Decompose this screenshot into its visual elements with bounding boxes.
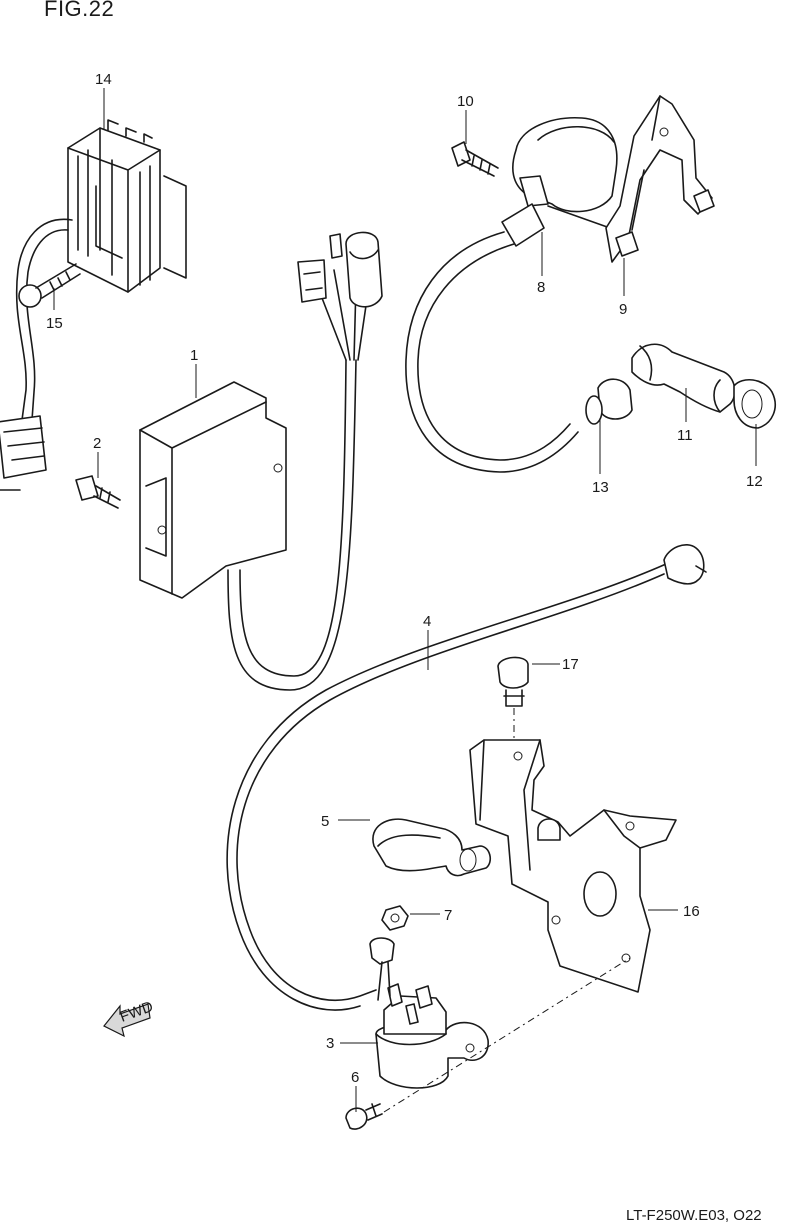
cdi-harness: [227, 231, 383, 691]
regulator-rectifier: [67, 119, 187, 293]
fwd-arrow-icon: FWD: [103, 998, 156, 1038]
callout-3: 3: [326, 1035, 334, 1052]
bolt-17: [497, 656, 529, 760]
cdi-unit: [139, 381, 287, 599]
plug-cover: [733, 379, 776, 429]
callout-14: 14: [95, 71, 112, 88]
terminal-cap: [372, 818, 492, 877]
plug-cap: [631, 343, 736, 413]
starter-cable: [226, 544, 707, 1011]
bracket-16: [469, 739, 677, 993]
leader-lines: [53, 88, 757, 1112]
bracket-9: [605, 95, 715, 263]
callout-10: 10: [457, 93, 474, 110]
callout-16: 16: [683, 903, 700, 920]
callout-12: 12: [746, 473, 763, 490]
callout-9: 9: [619, 301, 627, 318]
seal-13: [585, 378, 633, 425]
callout-8: 8: [537, 279, 545, 296]
figure-title: FIG.22: [44, 0, 115, 21]
callout-11: 11: [677, 427, 693, 444]
regulator-harness: [0, 218, 73, 491]
callout-1: 1: [190, 347, 198, 364]
ignition-coil: [501, 117, 618, 247]
callouts: 14 15 1 2 10 8 9 11 12 13 4 17 5 7 16 3 …: [46, 71, 763, 1086]
model-code: LT-F250W.E03, O22: [626, 1207, 762, 1224]
callout-2: 2: [93, 435, 101, 452]
bolt-15: [18, 263, 81, 308]
callout-7: 7: [444, 907, 452, 924]
screw-6: [345, 1103, 383, 1130]
bolt-10: [451, 141, 499, 177]
callout-15: 15: [46, 315, 63, 332]
callout-5: 5: [321, 813, 329, 830]
nut-7: [381, 905, 409, 931]
callout-13: 13: [592, 479, 609, 496]
callout-4: 4: [423, 613, 431, 630]
callout-6: 6: [351, 1069, 359, 1086]
bolt-2: [75, 475, 121, 509]
starter-relay: [369, 937, 489, 1089]
high-tension-lead: [405, 231, 579, 473]
callout-17: 17: [562, 656, 579, 673]
